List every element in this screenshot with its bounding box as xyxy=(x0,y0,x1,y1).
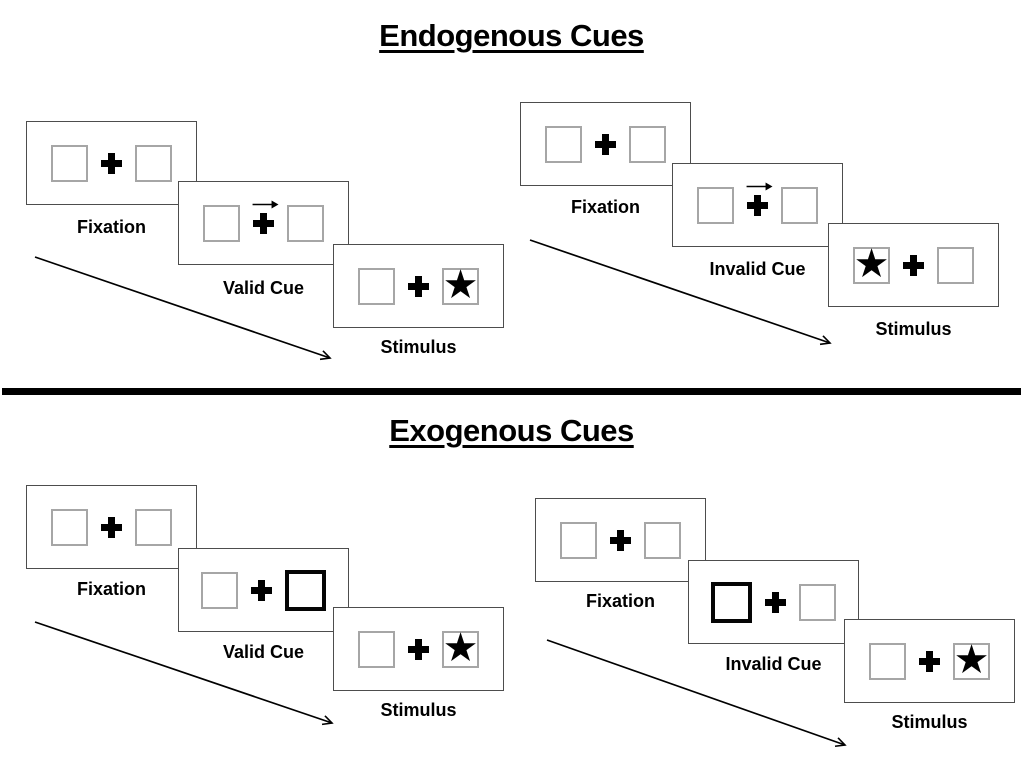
right-box xyxy=(135,144,172,182)
fixation-cross-cell xyxy=(408,275,429,297)
cue-panel xyxy=(178,181,349,265)
right-box xyxy=(781,186,818,224)
cue-arrow-icon xyxy=(746,181,773,191)
fixation-cross-cell xyxy=(252,200,279,234)
right-box: ★ xyxy=(442,261,479,308)
fixation-cross-icon xyxy=(408,638,429,660)
frame-label-fixation: Fixation xyxy=(76,217,146,237)
fixation-cross-cell xyxy=(610,529,631,551)
cue-panel xyxy=(178,548,349,632)
section-divider xyxy=(2,388,1021,395)
fixation-cross-icon xyxy=(408,275,429,297)
frame-label-fixation: Fixation xyxy=(76,579,146,599)
star-stimulus-icon: ★ xyxy=(853,240,890,287)
left-box xyxy=(51,144,88,182)
fixation-cross-cell xyxy=(101,516,122,538)
stimulus-panel: ★ xyxy=(333,244,504,328)
frame-label-fixation: Fixation xyxy=(570,197,640,217)
frame-label-stimulus: Stimulus xyxy=(380,700,457,720)
right-box xyxy=(287,204,324,242)
cue-panel xyxy=(688,560,859,644)
frame-label-stimulus: Stimulus xyxy=(891,712,968,732)
fixation-cross-icon xyxy=(765,591,786,613)
frame-label-fixation: Fixation xyxy=(585,591,655,611)
frame-label-cue: Invalid Cue xyxy=(725,654,822,674)
left-box xyxy=(560,521,597,559)
frame-label-cue: Valid Cue xyxy=(222,278,305,298)
stimulus-panel: ★ xyxy=(844,619,1015,703)
fixation-cross-cell xyxy=(903,254,924,276)
frame-label-stimulus: Stimulus xyxy=(875,319,952,339)
sequence-arrow xyxy=(34,256,340,365)
frame-label-cue: Valid Cue xyxy=(222,642,305,662)
fixation-cross-icon xyxy=(253,212,274,234)
fixation-cross-icon xyxy=(903,254,924,276)
stimulus-panel: ★ xyxy=(828,223,999,307)
sequence-arrow xyxy=(34,621,342,731)
cue-arrow-icon xyxy=(252,199,279,209)
left-box xyxy=(201,571,238,609)
right-box xyxy=(629,125,666,163)
right-box xyxy=(799,583,836,621)
fixation-cross-cell xyxy=(251,579,272,601)
fixation-panel xyxy=(535,498,706,582)
sequence-arrow xyxy=(546,639,855,753)
fixation-panel xyxy=(26,121,197,205)
cue-box xyxy=(285,569,326,611)
right-box xyxy=(135,508,172,546)
star-stimulus-icon: ★ xyxy=(953,636,990,683)
sequence-arrow xyxy=(529,239,840,351)
frame-label-stimulus: Stimulus xyxy=(380,337,457,357)
left-box xyxy=(869,642,906,680)
left-box: ★ xyxy=(853,240,890,287)
left-box xyxy=(545,125,582,163)
fixation-panel xyxy=(520,102,691,186)
right-box: ★ xyxy=(442,624,479,671)
left-box xyxy=(358,267,395,305)
section-title-exogenous: Exogenous Cues xyxy=(389,413,634,448)
left-box xyxy=(203,204,240,242)
fixation-cross-icon xyxy=(747,194,768,216)
star-stimulus-icon: ★ xyxy=(442,624,479,671)
stimulus-panel: ★ xyxy=(333,607,504,691)
left-box xyxy=(51,508,88,546)
left-box xyxy=(697,186,734,224)
fixation-panel xyxy=(26,485,197,569)
cue-panel xyxy=(672,163,843,247)
fixation-cross-icon xyxy=(919,650,940,672)
star-stimulus-icon: ★ xyxy=(442,261,479,308)
fixation-cross-icon xyxy=(610,529,631,551)
fixation-cross-icon xyxy=(595,133,616,155)
fixation-cross-icon xyxy=(251,579,272,601)
left-box xyxy=(358,630,395,668)
fixation-cross-cell xyxy=(408,638,429,660)
fixation-cross-cell xyxy=(765,591,786,613)
right-box xyxy=(937,246,974,284)
fixation-cross-icon xyxy=(101,516,122,538)
fixation-cross-icon xyxy=(101,152,122,174)
right-box: ★ xyxy=(953,636,990,683)
fixation-cross-cell xyxy=(919,650,940,672)
fixation-cross-cell xyxy=(595,133,616,155)
section-title-endogenous: Endogenous Cues xyxy=(379,18,644,53)
right-box xyxy=(644,521,681,559)
cue-box xyxy=(711,581,752,623)
fixation-cross-cell xyxy=(746,182,773,216)
fixation-cross-cell xyxy=(101,152,122,174)
frame-label-cue: Invalid Cue xyxy=(709,259,806,279)
